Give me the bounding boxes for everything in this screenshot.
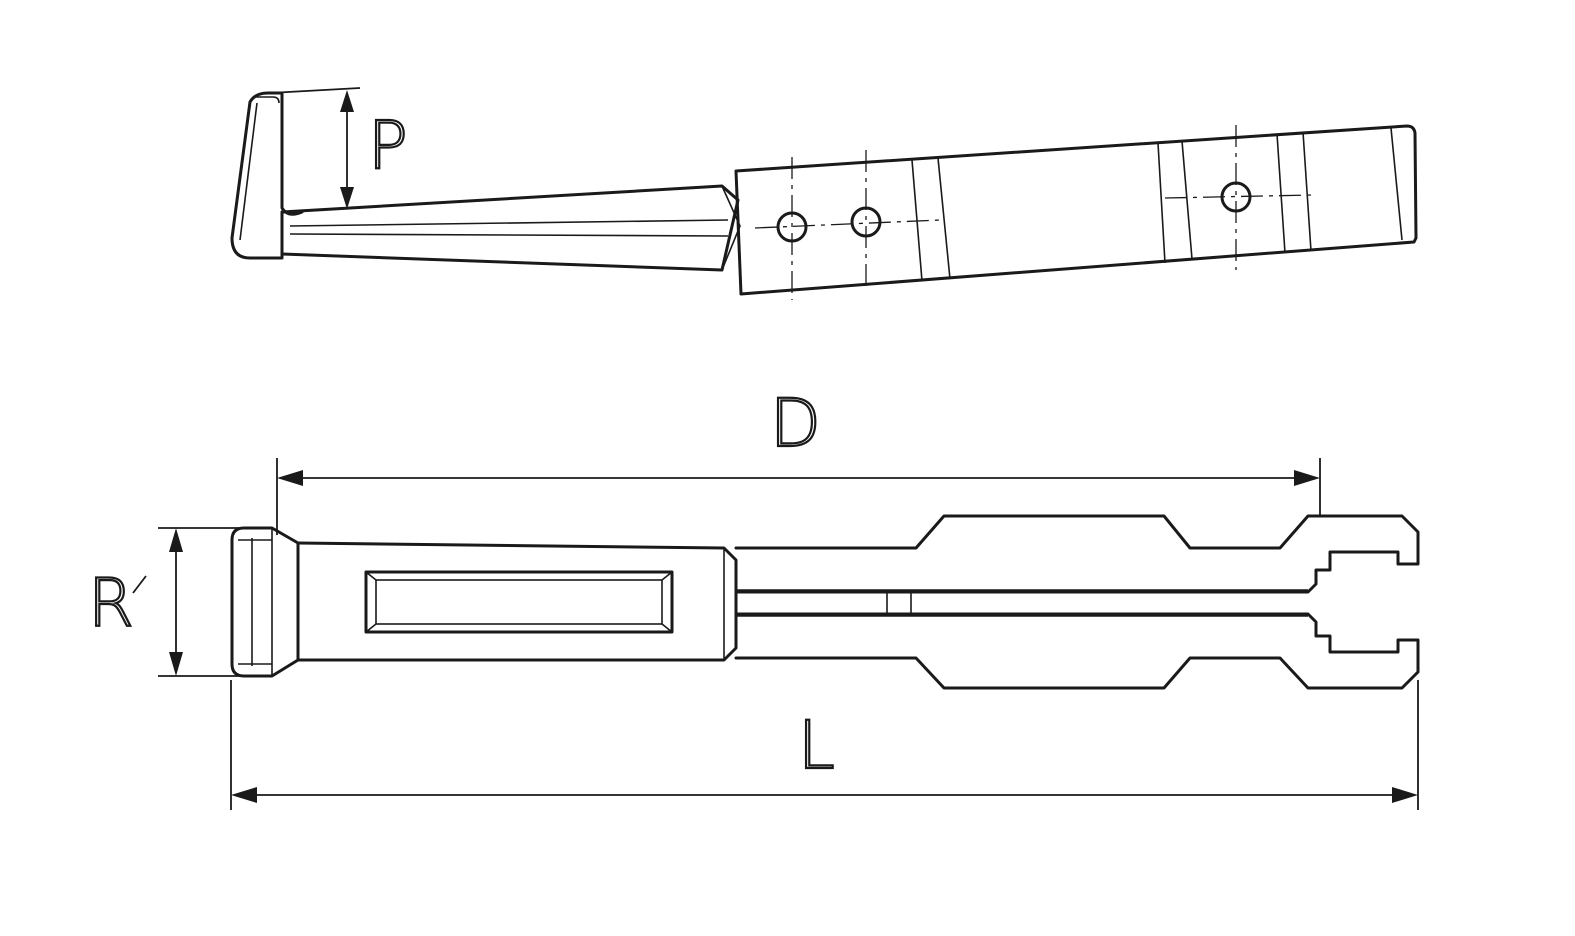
dimension-label-l: L — [798, 707, 835, 784]
plan-view — [230, 514, 1420, 690]
dimension-label-d: D — [770, 385, 821, 462]
tapered-blade — [280, 184, 740, 272]
dimension-lines — [132, 458, 1419, 810]
lower-jaw-arm — [734, 612, 1420, 690]
end-cap — [230, 526, 300, 678]
grip-slot — [364, 570, 674, 634]
dimension-label-p: P — [368, 107, 408, 184]
side-view — [230, 87, 1418, 300]
hook-head — [230, 91, 304, 260]
upper-jaw-arm — [734, 514, 1420, 594]
handle-body — [734, 124, 1418, 296]
grip-body — [296, 541, 738, 662]
dimension-label-r: R — [88, 565, 134, 642]
